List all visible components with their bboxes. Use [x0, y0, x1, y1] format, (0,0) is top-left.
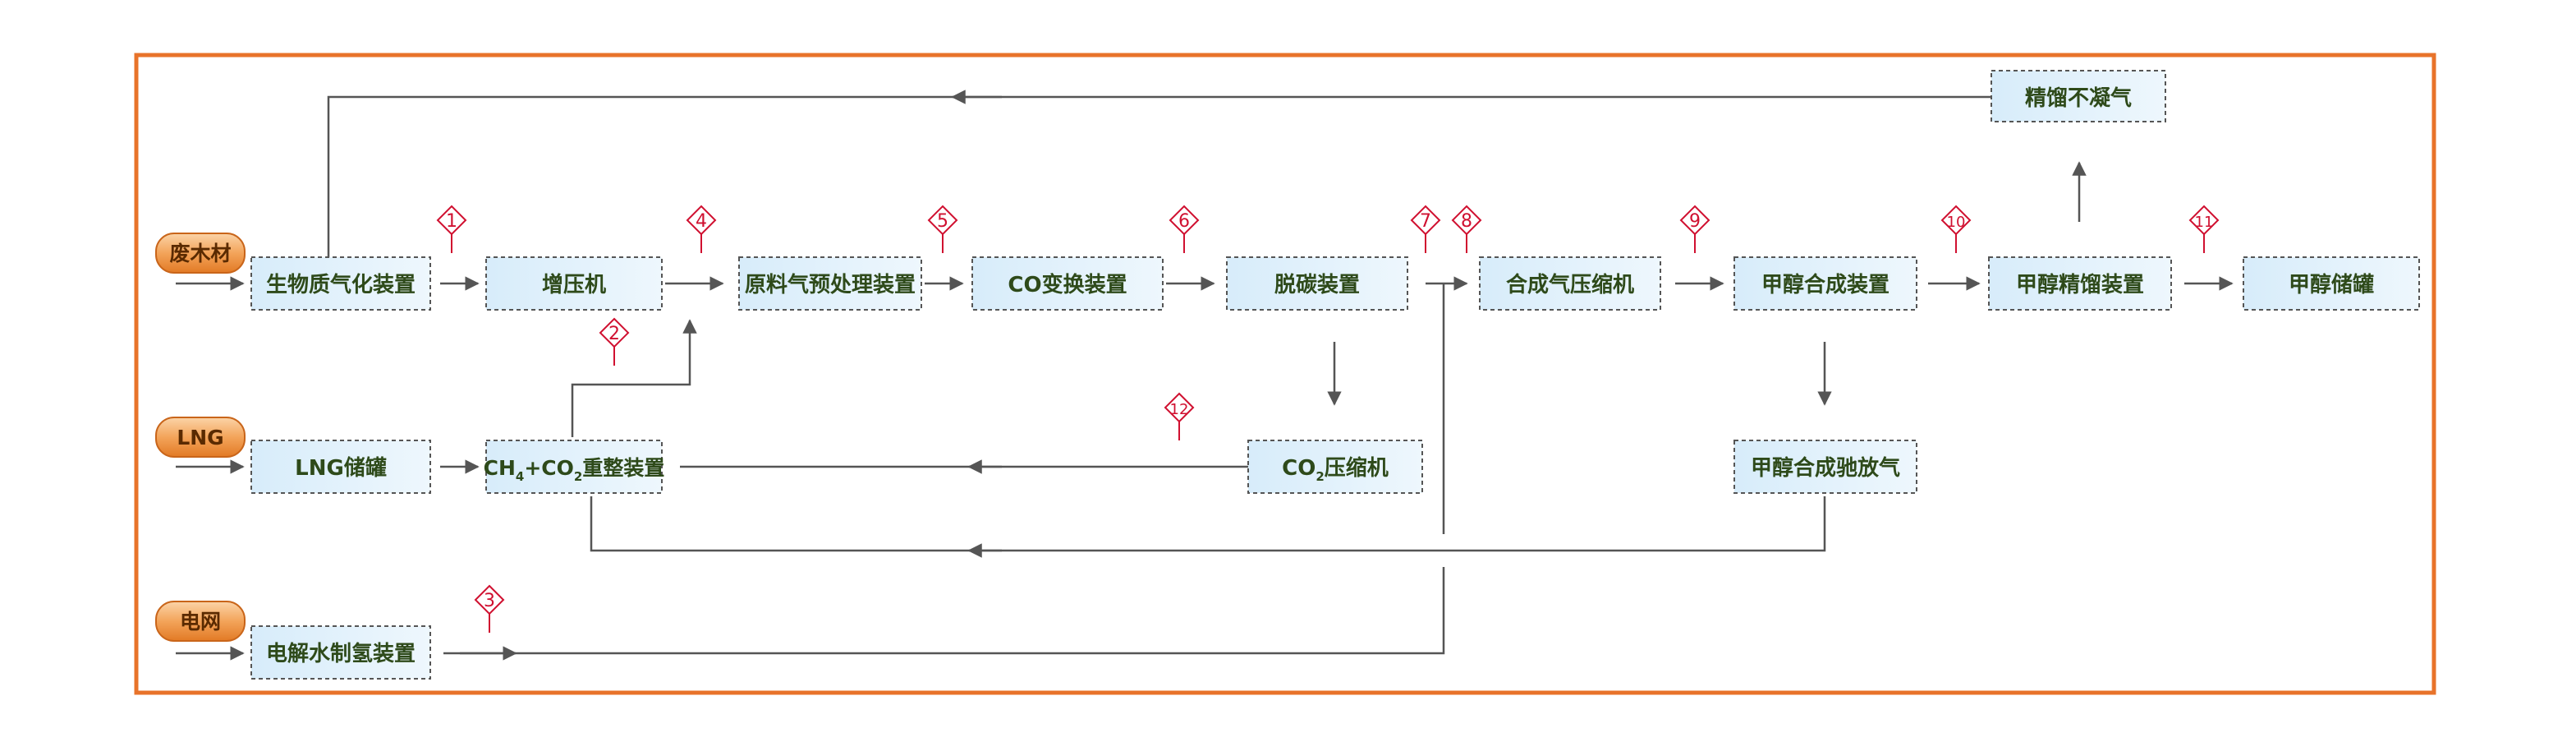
stream-marker-label: 6 [1178, 211, 1190, 232]
line-reformer-to-pretreat [571, 319, 697, 437]
svg-text:合成气压缩机: 合成气压缩机 [1506, 272, 1634, 297]
svg-text:原料气预处理装置: 原料气预处理装置 [745, 272, 916, 297]
stream-marker-label: 3 [484, 591, 495, 611]
stream-marker-1: 1 [436, 205, 467, 253]
node-electrolyzer: 电解水制氢装置 [250, 625, 431, 680]
svg-text:电解水制氢装置: 电解水制氢装置 [266, 641, 416, 666]
stream-marker-6: 6 [1169, 205, 1200, 253]
line-electrolyzer-hydrogen [443, 567, 1445, 655]
node-methanol-synthesis: 甲醇合成装置 [1733, 256, 1917, 311]
stream-marker-4: 4 [686, 205, 717, 253]
stream-marker-label: 10 [1947, 214, 1966, 231]
line-rectify-gas-recycle [327, 95, 1991, 261]
stream-marker-label: 4 [696, 211, 707, 232]
stream-marker-label: 1 [446, 211, 457, 232]
svg-text:甲醇储罐: 甲醇储罐 [2289, 272, 2374, 297]
stream-marker-7: 7 [1410, 205, 1441, 253]
flow-lines [176, 90, 2234, 661]
svg-text:甲醇合成驰放气: 甲醇合成驰放气 [1751, 455, 1900, 481]
node-pretreat: 原料气预处理装置 [738, 256, 922, 311]
stream-marker-5: 5 [927, 205, 958, 253]
node-methanol-tank: 甲醇储罐 [2243, 256, 2420, 311]
stream-marker-label: 9 [1689, 211, 1701, 232]
svg-text:电网: 电网 [180, 610, 221, 634]
node-decarb: 脱碳装置 [1226, 256, 1408, 311]
stream-marker-label: 11 [2195, 214, 2214, 231]
node-co2-compressor: CO2压缩机 [1247, 440, 1423, 494]
stream-marker-9: 9 [1679, 205, 1710, 253]
svg-text:LNG储罐: LNG储罐 [295, 455, 387, 481]
node-booster: 增压机 [485, 256, 663, 311]
node-syngas-compressor: 合成气压缩机 [1479, 256, 1661, 311]
svg-text:LNG: LNG [177, 426, 223, 449]
svg-text:甲醇合成装置: 甲醇合成装置 [1761, 272, 1890, 297]
node-rectify-gas: 精馏不凝气 [1991, 70, 2166, 122]
stream-marker-label: 2 [608, 324, 620, 344]
svg-text:增压机: 增压机 [542, 272, 606, 297]
node-purge-gas: 甲醇合成驰放气 [1733, 440, 1917, 494]
node-gasifier: 生物质气化装置 [250, 256, 431, 311]
source-waste-wood: 废木材 [155, 233, 246, 274]
stream-marker-label: 7 [1420, 211, 1431, 232]
svg-text:CO变换装置: CO变换装置 [1008, 272, 1127, 297]
svg-text:CO2压缩机: CO2压缩机 [1282, 455, 1389, 484]
svg-text:甲醇精馏装置: 甲醇精馏装置 [2016, 272, 2144, 297]
svg-text:脱碳装置: 脱碳装置 [1274, 273, 1360, 297]
svg-text:CH4+CO2重整装置: CH4+CO2重整装置 [484, 456, 665, 484]
stream-marker-2: 2 [599, 317, 630, 366]
source-grid: 电网 [155, 601, 246, 642]
svg-text:精馏不凝气: 精馏不凝气 [2025, 85, 2132, 111]
stream-marker-8: 8 [1451, 205, 1482, 253]
node-lng-tank: LNG储罐 [250, 440, 431, 494]
node-co-shift: CO变换装置 [971, 256, 1164, 311]
line-purge-to-reformer [590, 496, 1826, 552]
stream-marker-12: 12 [1164, 392, 1195, 440]
node-reformer: CH4+CO2重整装置 [484, 440, 665, 494]
stream-marker-3: 3 [474, 584, 505, 633]
stream-marker-10: 10 [1940, 205, 1972, 253]
svg-text:废木材: 废木材 [169, 242, 231, 265]
stream-marker-11: 11 [2188, 205, 2220, 253]
stream-marker-label: 8 [1461, 211, 1472, 232]
diagram-frame [134, 53, 2436, 695]
node-methanol-refine: 甲醇精馏装置 [1988, 256, 2172, 311]
stream-marker-label: 5 [937, 211, 948, 232]
stream-marker-label: 12 [1170, 401, 1189, 418]
svg-text:生物质气化装置: 生物质气化装置 [266, 272, 416, 297]
source-lng: LNG [155, 417, 246, 458]
